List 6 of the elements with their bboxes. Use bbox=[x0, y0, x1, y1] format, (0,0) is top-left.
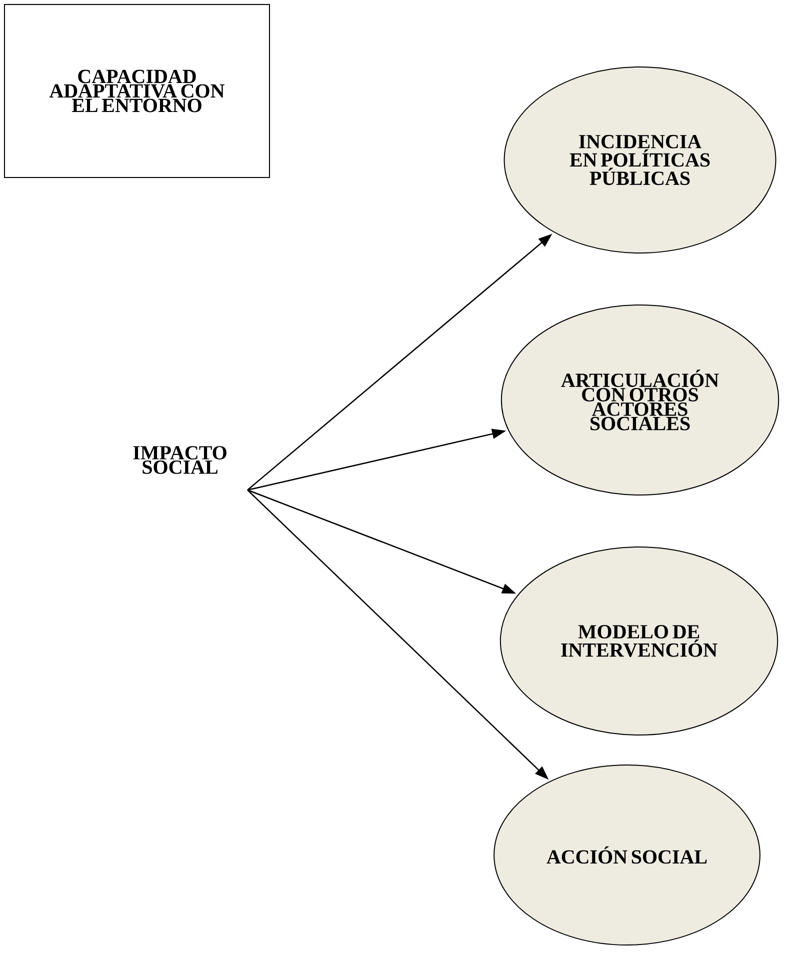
ellipse-node: ARTICULACIÓN CON OTROS ACTORES SOCIALES bbox=[500, 304, 780, 496]
text-box: CAPACIDAD ADAPTATIVA CON EL ENTORNO bbox=[4, 4, 270, 178]
ellipse-node: ACCIÓN SOCIAL bbox=[494, 764, 760, 946]
node-label: IMPACTO SOCIAL bbox=[133, 446, 226, 474]
ellipse-node: MODELO DE INTERVENCIÓN bbox=[500, 546, 778, 736]
ellipse-node: INCIDENCIA EN POLÍTICAS PÚBLICAS bbox=[504, 66, 776, 254]
